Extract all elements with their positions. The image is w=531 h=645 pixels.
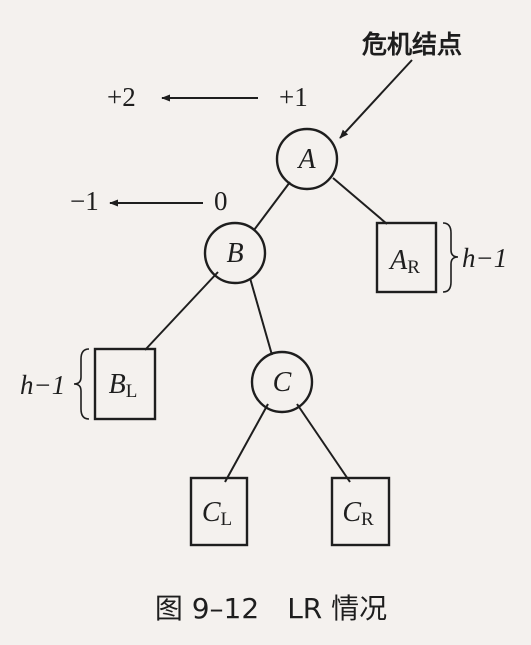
tree-edges	[144, 177, 388, 483]
subtree-bl: BL	[93, 347, 157, 421]
edge-a-ar	[332, 177, 388, 225]
subtree-cr-sub: R	[361, 509, 374, 530]
node-b: B	[203, 221, 267, 285]
critical-node-label: 危机结点	[362, 30, 462, 59]
edge-b-c	[249, 277, 273, 356]
node-a-balance-after: +2	[107, 82, 136, 112]
node-c: C	[250, 350, 314, 414]
node-c-label: C	[273, 367, 292, 398]
node-b-balance-after: −1	[70, 186, 99, 216]
subtree-cl-main: C	[202, 497, 221, 528]
figure-caption: 图 9–12 LR 情况	[155, 592, 387, 625]
svg-text:BL: BL	[109, 369, 138, 402]
subtree-ar-height-brace	[442, 222, 459, 293]
subtree-cl-sub: L	[221, 509, 233, 530]
subtree-cr-main: C	[342, 497, 361, 528]
subtree-bl-sub: L	[126, 381, 138, 402]
svg-text:AR: AR	[388, 245, 420, 278]
subtree-bl-height: h−1	[20, 370, 65, 400]
node-a-label: A	[296, 144, 316, 175]
edge-b-bl	[144, 271, 219, 351]
subtree-ar-sub: R	[407, 257, 420, 278]
subtree-cr: CR	[330, 476, 391, 547]
subtree-cl: CL	[189, 476, 249, 547]
edge-a-b	[253, 181, 291, 231]
node-a-balance-before: +1	[279, 82, 308, 112]
subtree-bl-main: B	[109, 369, 126, 400]
subtree-ar-main: A	[388, 245, 408, 276]
svg-text:CR: CR	[342, 497, 374, 530]
node-b-balance-before: 0	[214, 186, 228, 216]
subtree-bl-height-brace	[73, 348, 90, 420]
edge-c-cr	[296, 403, 351, 483]
subtree-ar-height: h−1	[462, 243, 507, 273]
subtree-ar: AR	[375, 221, 438, 294]
node-a: A	[275, 127, 339, 191]
critical-node-arrow	[339, 59, 413, 139]
node-b-label: B	[226, 238, 243, 269]
svg-text:CL: CL	[202, 497, 232, 530]
edge-c-cl	[224, 403, 269, 483]
